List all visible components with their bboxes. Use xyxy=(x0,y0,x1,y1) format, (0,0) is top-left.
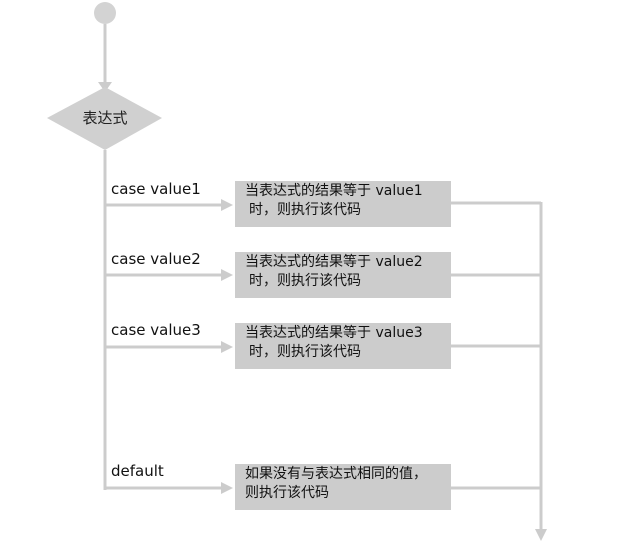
default-action-line1: 如果没有与表达式相同的值， xyxy=(245,466,427,482)
default-arrowhead xyxy=(221,482,233,494)
default-action-box: 如果没有与表达式相同的值， 则执行该代码 xyxy=(235,464,451,510)
case1-action-line2: 时，则执行该代码 xyxy=(249,202,361,218)
case1-action-line1: 当表达式的结果等于 value1 xyxy=(245,183,423,199)
case3-action-box: 当表达式的结果等于 value3 时，则执行该代码 xyxy=(235,323,451,369)
case3-arrowhead xyxy=(221,341,233,353)
case2-action-line2: 时，则执行该代码 xyxy=(249,273,361,289)
case3-action-line2: 时，则执行该代码 xyxy=(249,344,361,360)
case3-action-line1: 当表达式的结果等于 value3 xyxy=(245,325,423,341)
case3-label: case value3 xyxy=(111,321,201,339)
default-action-line2: 则执行该代码 xyxy=(245,485,329,501)
start-node xyxy=(94,2,116,24)
decision-label: 表达式 xyxy=(82,109,128,127)
case2-action-box: 当表达式的结果等于 value2 时，则执行该代码 xyxy=(235,252,451,298)
decision-diamond xyxy=(47,87,162,150)
case1-arrowhead xyxy=(221,199,233,211)
case1-action-box: 当表达式的结果等于 value1 时，则执行该代码 xyxy=(235,181,451,227)
case1-label: case value1 xyxy=(111,180,201,198)
case2-arrowhead xyxy=(221,269,233,281)
default-label: default xyxy=(111,462,164,480)
case2-action-line1: 当表达式的结果等于 value2 xyxy=(245,254,423,270)
end-arrowhead xyxy=(535,529,547,541)
case2-label: case value2 xyxy=(111,250,201,268)
